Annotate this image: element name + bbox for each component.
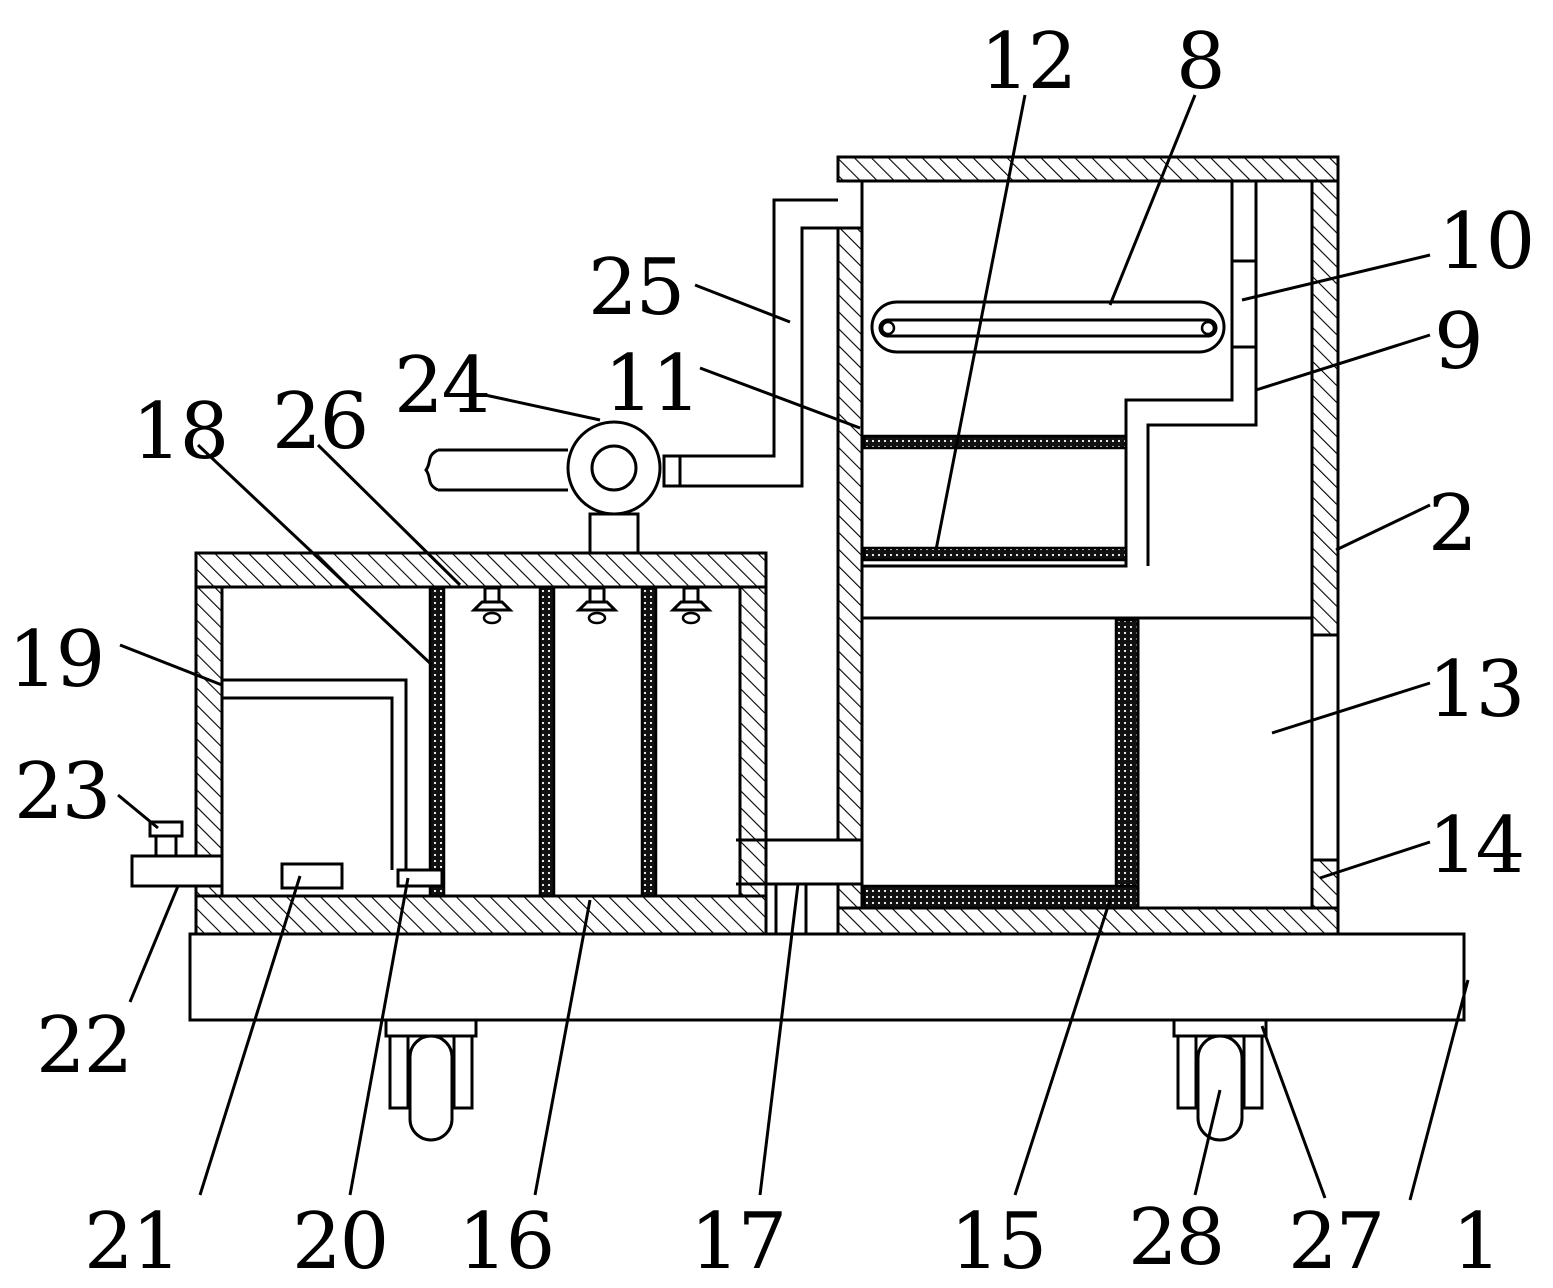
right-caster — [1172, 1018, 1268, 1142]
upper-screen — [862, 434, 1128, 450]
callout-9: 9 — [1434, 297, 1482, 387]
callout-27: 27 — [1288, 1197, 1383, 1287]
callout-10: 10 — [1438, 197, 1533, 287]
callout-14: 14 — [1428, 801, 1523, 891]
vertical-filter — [1114, 618, 1140, 890]
partition-3 — [640, 586, 658, 898]
callout-18: 18 — [132, 387, 227, 477]
side-channel — [862, 179, 1258, 568]
callout-12: 12 — [980, 17, 1075, 107]
left-caster — [384, 1018, 478, 1142]
callout-24: 24 — [394, 341, 489, 431]
callout-17: 17 — [690, 1197, 785, 1287]
spray-nozzles — [470, 586, 713, 625]
bottom-filter — [862, 884, 1140, 910]
callout-2: 2 — [1428, 479, 1476, 569]
callout-25: 25 — [588, 243, 683, 333]
callout-19: 19 — [8, 615, 103, 705]
callout-22: 22 — [36, 1001, 131, 1091]
leader-lines — [117, 94, 1470, 1201]
lower-screen — [862, 546, 1128, 562]
callout-13: 13 — [1428, 645, 1523, 735]
pump — [424, 420, 682, 555]
conveyor-belt — [870, 300, 1226, 354]
connecting-pipe — [736, 838, 864, 936]
callout-8: 8 — [1176, 17, 1224, 107]
suction-pipe — [676, 198, 838, 488]
callout-labels: 1 2 8 9 10 11 12 13 14 15 16 17 18 19 20… — [8, 17, 1535, 1287]
left-box — [194, 551, 768, 936]
partition-1 — [428, 586, 446, 898]
callout-21: 21 — [84, 1197, 179, 1287]
partition-2 — [538, 586, 556, 898]
callout-1: 1 — [1452, 1197, 1500, 1287]
base-plate — [188, 932, 1466, 1022]
drain-valve — [130, 820, 224, 888]
callout-28: 28 — [1128, 1193, 1223, 1283]
callout-15: 15 — [950, 1197, 1045, 1287]
callout-16: 16 — [458, 1197, 553, 1287]
main-box — [836, 155, 1340, 936]
callout-20: 20 — [292, 1197, 387, 1287]
callout-26: 26 — [272, 377, 367, 467]
callout-11: 11 — [604, 339, 699, 429]
water-tank — [222, 678, 444, 890]
callout-23: 23 — [14, 747, 109, 837]
